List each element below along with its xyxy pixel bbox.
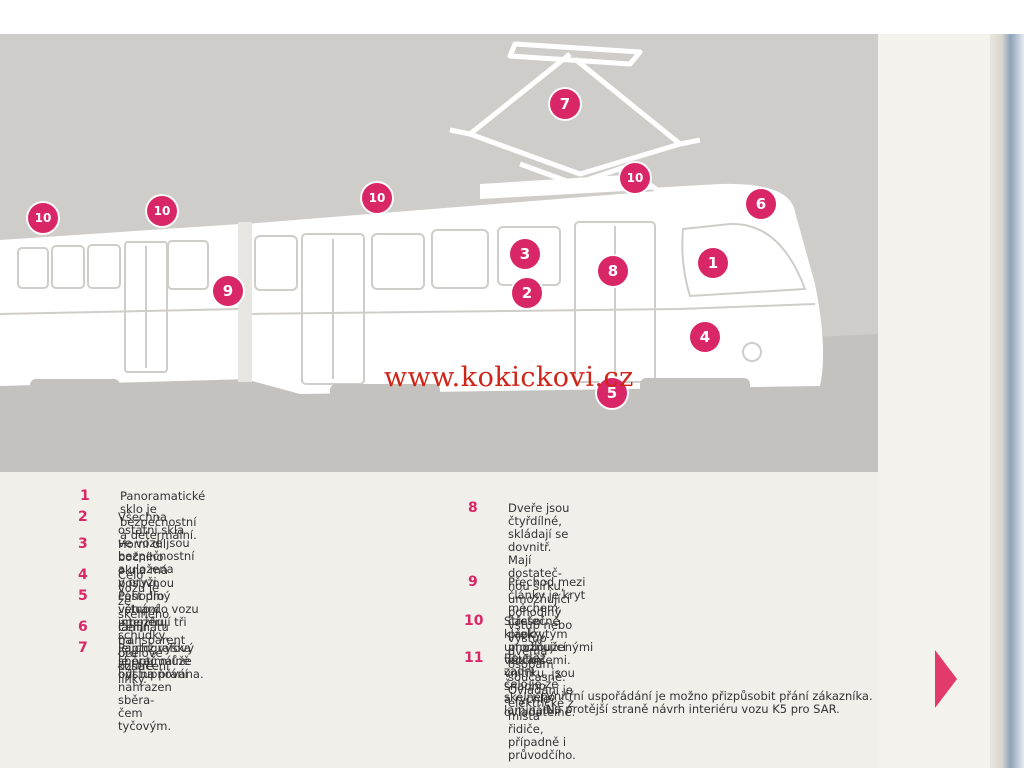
watermark-text: www.kokickovi.cz xyxy=(384,362,634,393)
tram-outline xyxy=(0,41,878,472)
legend-number: 5 xyxy=(78,588,88,604)
legend-number: 11 xyxy=(464,650,484,666)
marker-10-rear: 10 xyxy=(28,203,58,233)
legend-text: Dveře jsou čtyřdílné, skládají se dovnit… xyxy=(508,501,576,762)
legend-item-7: 7 Pantografový sběrač může být na přání … xyxy=(78,640,195,733)
marker-2: 2 xyxy=(512,278,542,308)
legend-text: Pantografový sběrač může být na přání na… xyxy=(118,641,195,733)
legend-number: 8 xyxy=(468,500,478,516)
marker-7: 7 xyxy=(550,89,580,119)
legend-item-8: 8 Dveře jsou čtyřdílné, skládají se dovn… xyxy=(468,500,576,762)
legend-number: 6 xyxy=(78,619,88,635)
brochure-spine xyxy=(990,34,1024,768)
legend-number: 2 xyxy=(78,509,88,525)
legend-text: Střešní klapky, umožňující větrání vnitř… xyxy=(504,614,576,719)
legend-text: Přechod mezi články je kryt měchem, část… xyxy=(508,575,594,667)
legend-item-1: 1 Panoramatické sklo je bezpečnostní a d… xyxy=(80,488,206,542)
marker-10-middle: 10 xyxy=(147,196,177,226)
page-top-margin xyxy=(0,0,1024,34)
legend-item-3: 3 Horní díl bočního okna má posuvnou čás… xyxy=(78,536,175,629)
marker-10-roof: 10 xyxy=(620,163,650,193)
marker-6: 6 xyxy=(746,189,776,219)
legend-item-6: 6 Čelní transparent pro označení linky. xyxy=(78,619,186,686)
marker-5: 5 xyxy=(597,378,627,408)
interior-note: Vnitřní uspořádání je možno přizpůsobit … xyxy=(546,689,873,716)
legend-text: Rovněž zadní čelo je ze skelného laminát… xyxy=(504,651,559,717)
legend-number: 4 xyxy=(78,567,88,583)
legend-number: 3 xyxy=(78,536,88,552)
legend-number: 7 xyxy=(78,640,88,656)
marker-1: 1 xyxy=(698,248,728,278)
marker-3: 3 xyxy=(510,239,540,269)
marker-4: 4 xyxy=(690,322,720,352)
marker-8: 8 xyxy=(598,256,628,286)
tram-diagram: 7 10 10 10 10 6 1 3 8 2 9 4 5 xyxy=(0,34,878,472)
legend-item-2: 2 Všechna ostatní skla ve voze jsou bezp… xyxy=(78,509,195,589)
legend-text: Všechna ostatní skla ve voze jsou bezpeč… xyxy=(118,510,195,589)
next-page-arrow-icon xyxy=(935,650,957,708)
legend-text: Panoramatické sklo je bezpečnostní a det… xyxy=(120,489,206,542)
legend-text: Pohodlný vstup do vozu umožňují tři schů… xyxy=(118,589,204,681)
legend-text: Čelo vozu je ze skelného laminátu na oce… xyxy=(118,568,170,673)
legend-item-10: 10 Střešní klapky, umožňující větrání vn… xyxy=(464,613,576,719)
legend-item-5: 5 Pohodlný vstup do vozu umožňují tři sc… xyxy=(78,588,204,681)
legend-number: 9 xyxy=(468,574,478,590)
legend-item-9: 9 Přechod mezi články je kryt měchem, čá… xyxy=(468,574,594,667)
legend-text: Čelní transparent pro označení linky. xyxy=(118,620,186,686)
legend-item-11: 11 Rovněž zadní čelo je ze skelného lami… xyxy=(464,650,559,717)
legend-item-4: 4 Čelo vozu je ze skelného laminátu na o… xyxy=(78,567,170,673)
marker-9: 9 xyxy=(213,276,243,306)
legend-number: 1 xyxy=(80,488,90,504)
legend-number: 10 xyxy=(464,613,484,629)
legend-text: Horní díl bočního okna má posuvnou část … xyxy=(118,537,175,629)
marker-10-front: 10 xyxy=(362,183,392,213)
